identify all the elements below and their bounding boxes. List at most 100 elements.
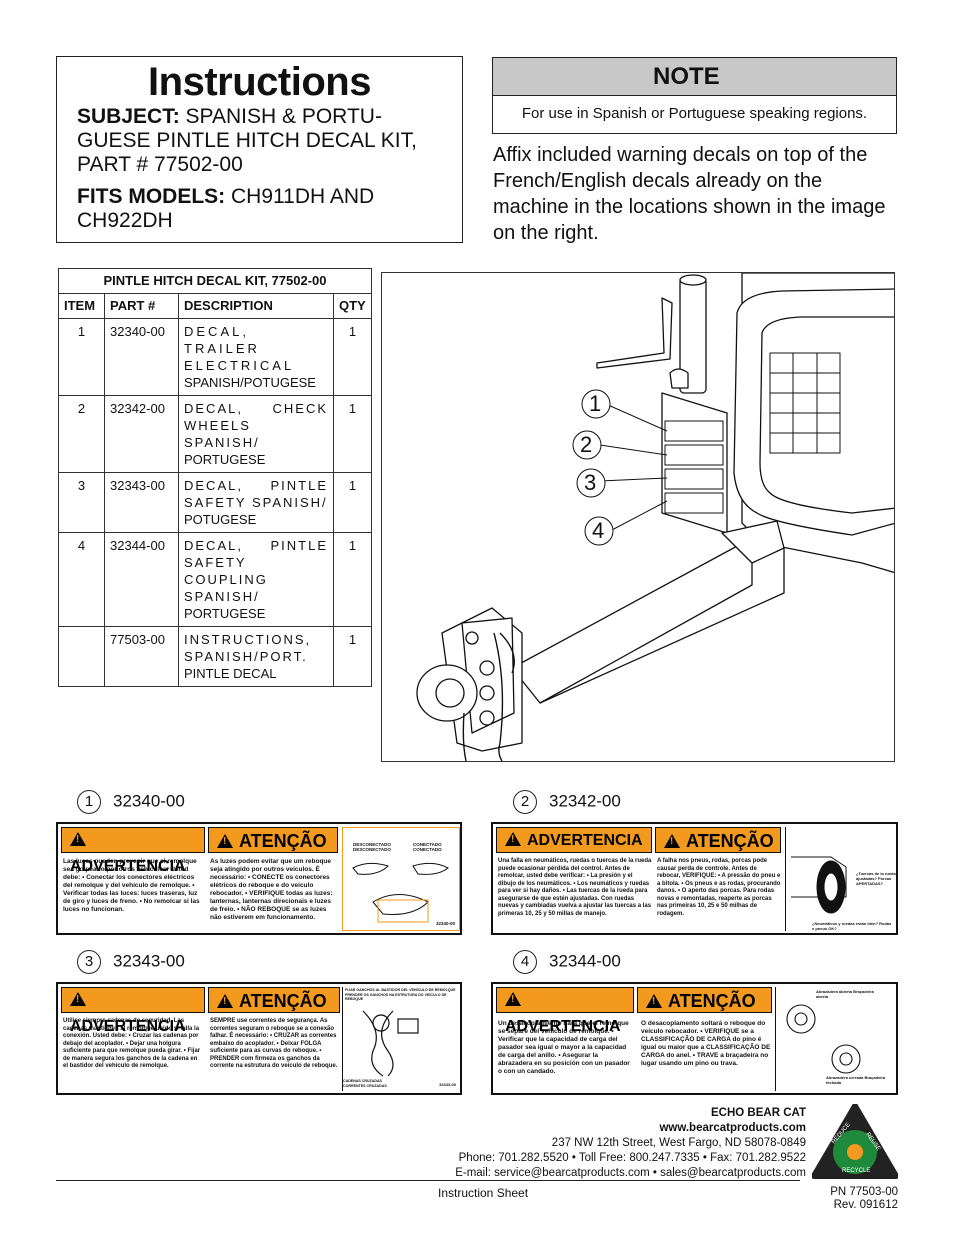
decal-text-es: Utilice siempre cadenas de seguridad. La… [63, 1018, 201, 1069]
decal-text-es: Un desacoplamiento hará que el remolque … [498, 1020, 630, 1075]
cell-part: 32344-00 [104, 532, 179, 627]
callout-4: 4 [592, 518, 605, 543]
decal-pictogram: FIJAR GANCHOS AL BASTIDOR DEL VEHÍCULO D… [342, 987, 460, 1091]
decal-32340: ADVERTENCIA ATENÇÃO Las luces pueden pre… [56, 822, 462, 935]
instructions-box: Instructions SUBJECT: SPANISH & PORTU- G… [56, 56, 463, 243]
decal-32344: ADVERTENCIA ATENÇÃO Un desacoplamiento h… [491, 982, 898, 1095]
part-number: PN 77503-00 [830, 1186, 898, 1198]
cell-item: 1 [58, 318, 105, 396]
col-header-item: ITEM [58, 293, 105, 319]
decal-text-pt: As luzes podem evitar que um reboque sej… [210, 858, 333, 921]
col-header-description: DESCRIPTION [178, 293, 334, 319]
cell-item [58, 626, 105, 687]
wheel-icon [791, 856, 847, 914]
decal-pictogram: Abrazadera abierta Braçadeira aberta Abr… [775, 987, 895, 1091]
decal-header-pt: ATENÇÃO [208, 987, 340, 1013]
decal-header-pt: ATENÇÃO [637, 987, 772, 1013]
decal-header-es: ADVERTENCIA [61, 827, 205, 875]
cell-qty: 1 [333, 626, 372, 687]
decal-number-1: 1 [77, 790, 101, 814]
cell-part: 32340-00 [104, 318, 179, 396]
subject-block: SUBJECT: SPANISH & PORTU- GUESE PINTLE H… [77, 105, 462, 177]
company-emails[interactable]: E-mail: service@bearcatproducts.com • sa… [455, 1167, 806, 1179]
company-name: ECHO BEAR CAT [711, 1107, 806, 1119]
decal-header-es: ADVERTENCIA [61, 987, 205, 1035]
warning-triangle-icon [217, 834, 233, 848]
parts-table-title: PINTLE HITCH DECAL KIT, 77502-00 [58, 268, 372, 294]
note-box: NOTE For use in Spanish or Portuguese sp… [492, 57, 897, 134]
decal-pictogram: DESCONECTADO DESCONECTADO CONECTADO CONE… [342, 827, 460, 931]
note-text: For use in Spanish or Portuguese speakin… [521, 105, 868, 122]
desc-sub: PORTUGESE [184, 606, 266, 621]
subject-line3: PART # 77502-00 [77, 153, 243, 176]
decal-text-pt: A falha nos pneus, rodas, porcas pode ca… [657, 858, 781, 917]
pic-code: 32340-00 [435, 921, 455, 926]
table-row: 3 32343-00 DECAL, PINTLE SAFETY SPANISH/… [58, 472, 372, 533]
pic-label-a: DESCONECTADO DESCONECTADO [353, 842, 391, 852]
pic-label-a: Abrazadera abierta Braçadeira aberta [816, 989, 874, 999]
pic-code: 32343-00 [439, 1082, 456, 1087]
pic-label-b: ¿Neumáticos y ruedas están bien? Rodas e… [812, 921, 892, 931]
decal-header-es: ADVERTENCIA [496, 827, 652, 853]
hitch-drawing [416, 273, 894, 761]
cell-qty: 1 [333, 472, 372, 533]
decal-part-1: 32340-00 [113, 791, 185, 811]
desc-main: INSTRUCTIONS, SPANISH/PORT. [184, 632, 312, 664]
fits-label: FITS MODELS: [77, 185, 226, 208]
company-phones: Phone: 701.282.5520 • Toll Free: 800.247… [458, 1152, 806, 1164]
warning-triangle-icon [505, 832, 521, 846]
pic-label-b: CADENAS CRUZADAS CORRENTES CRUZADAS [343, 1079, 387, 1088]
decal-text-pt: O desacoplamento soltará o reboque do ve… [641, 1020, 771, 1067]
cell-description: DECAL, CHECK WHEELS SPANISH/PORTUGESE [178, 395, 334, 473]
decal-header-pt: ATENÇÃO [208, 827, 338, 853]
parts-table-header: ITEM PART # DESCRIPTION QTY [58, 293, 372, 319]
part-number-block: PN 77503-00 Rev. 091612 [830, 1186, 898, 1212]
note-heading: NOTE [493, 58, 896, 96]
fits-line1: CH911DH AND [225, 185, 375, 208]
logo-text-recycle: RECYCLE [842, 1168, 870, 1174]
cell-part: 32343-00 [104, 472, 179, 533]
pic-label-b: Abrazadera cerrada Braçadeira fechada [826, 1075, 886, 1085]
cell-qty: 1 [333, 318, 372, 396]
fits-line2: CH922DH [77, 209, 173, 232]
company-website[interactable]: www.bearcatproducts.com [659, 1122, 806, 1134]
table-row: 4 32344-00 DECAL, PINTLE SAFETY COUPLING… [58, 532, 372, 627]
recycle-logo-icon: REDUCE REUSE RECYCLE [812, 1104, 898, 1179]
cell-item: 3 [58, 472, 105, 533]
decal-32342: ADVERTENCIA ATENÇÃO Una falla en neumáti… [491, 822, 898, 935]
callout-2: 2 [580, 432, 593, 457]
chain-icon [362, 1010, 419, 1077]
decal-text-pt: SEMPRE use correntes de segurança. As co… [210, 1018, 338, 1069]
decal-part-4: 32344-00 [549, 951, 621, 971]
warning-triangle-icon [70, 832, 86, 846]
cell-description: DECAL, PINTLE SAFETY COUPLING SPANISH/PO… [178, 532, 334, 627]
decal-part-3: 32343-00 [113, 951, 185, 971]
table-row: 77503-00 INSTRUCTIONS, SPANISH/PORT.PINT… [58, 626, 372, 687]
decal-pictogram: ¿Tuercas de la rueda ajustadas? Porcas A… [785, 827, 896, 931]
decal-number-2: 2 [513, 790, 537, 814]
desc-main: DECAL, PINTLE SAFETY SPANISH/ [184, 478, 328, 510]
pic-label-a: ¿Tuercas de la rueda ajustadas? Porcas A… [856, 871, 896, 886]
decal-header-es: ADVERTENCIA [496, 987, 634, 1035]
decal-text-es: Las luces pueden prevenir que el remolqu… [63, 858, 200, 913]
cell-description: DECAL, PINTLE SAFETY SPANISH/POTUGESE [178, 472, 334, 533]
decal-part-2: 32342-00 [549, 791, 621, 811]
decal-32343: ADVERTENCIA ATENÇÃO Utilice siempre cade… [56, 982, 462, 1095]
page-title: Instructions [148, 60, 371, 104]
connector-icon [352, 862, 449, 923]
instruction-sheet-label: Instruction Sheet [438, 1186, 529, 1200]
warning-triangle-icon [505, 992, 521, 1006]
cell-qty: 1 [333, 395, 372, 473]
decal-caption-2: 2 32342-00 [513, 790, 621, 814]
warning-triangle-icon [664, 834, 680, 848]
cell-description: INSTRUCTIONS, SPANISH/PORT.PINTLE DECAL [178, 626, 334, 687]
pic-label-b: CONECTADO CONECTADO [413, 842, 442, 852]
company-address: 237 NW 12th Street, West Fargo, ND 58078… [551, 1137, 806, 1149]
desc-sub: POTUGESE [184, 512, 257, 527]
callout-3: 3 [584, 470, 597, 495]
affix-instructions-text: Affix included warning decals on top of … [493, 144, 886, 244]
desc-main: DECAL, PINTLE SAFETY COUPLING SPANISH/ [184, 538, 328, 604]
